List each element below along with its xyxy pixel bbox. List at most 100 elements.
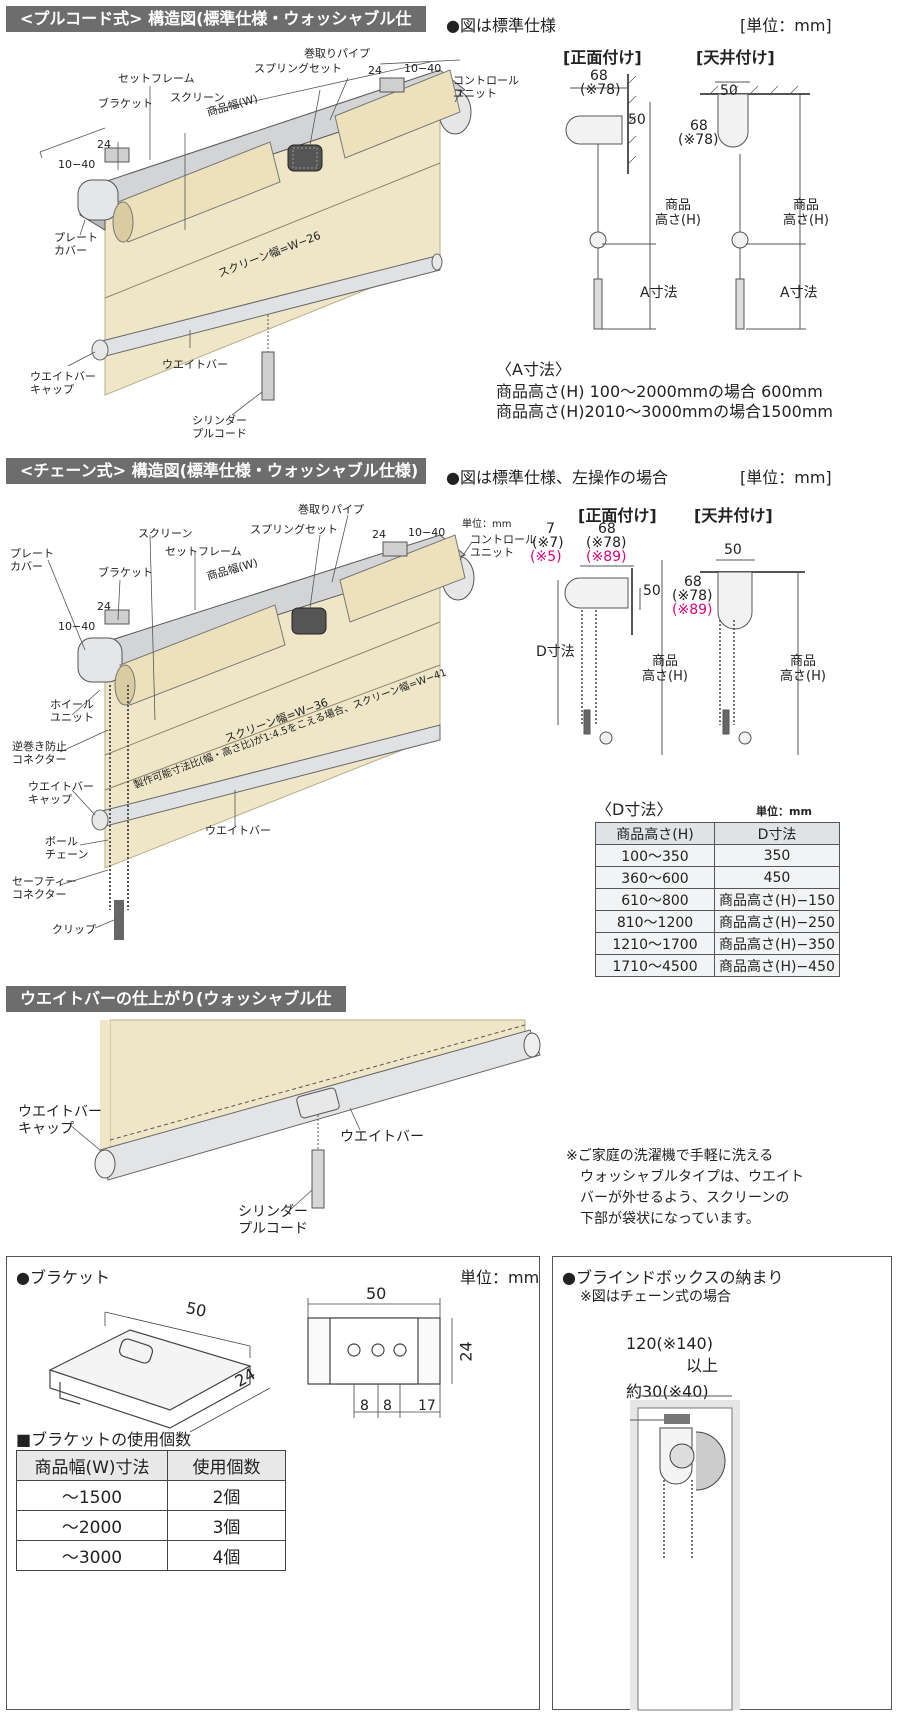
chain-ceil-d78: (※78) [672,588,713,604]
chain-label-wheel: ホイール ユニット [50,698,94,724]
chain-ceil-d68: 68 [684,574,702,590]
chain-label-clip: クリップ [52,923,96,936]
chain-label-unit-mm: 単位：mm [462,519,512,530]
bracket-count-title: ■ブラケットの使用個数 [16,1430,192,1449]
chain-front-d50: 50 [643,583,661,599]
pull-label-pipe: 巻取りパイプ [304,47,370,60]
chain-front-d: D寸法 [536,644,575,660]
bracket-table-header: 商品幅(W)寸法 [16,1450,168,1481]
pull-dim-1040a: 10−40 [58,158,96,171]
wb-label-cap: ウエイトバー キャップ [18,1104,102,1137]
pull-a-line1: 商品高さ(H) 100〜2000mmの場合 600mm [496,382,823,401]
chain-label-ball: ボール チェーン [45,835,89,861]
d-table-header: 商品高さ(H) [595,822,715,845]
d-table-cell: 商品高さ(H)−450 [714,954,840,977]
d-table-cell: 商品高さ(H)−250 [714,910,840,933]
bracket-unit: 単位：mm [460,1268,540,1287]
chain-ceil-d89: (※89) [672,602,713,618]
chain-label-screen: スクリーン [138,527,193,540]
d-table-cell: 1210〜1700 [595,932,715,955]
bracket-dim-17: 17 [418,1398,436,1414]
pull-front-h: 商品 高さ(H) [655,198,701,228]
pull-front-a: A寸法 [640,285,678,301]
chain-label-bracket: ブラケット [98,566,153,579]
bracket-table-cell: 〜3000 [16,1540,168,1571]
wb-note: ※ご家庭の洗濯機で手軽に洗える ウォッシャブルタイプは、ウエイト バーが外せるよ… [566,1148,804,1227]
chain-front-d5s: (※5) [530,549,562,565]
wb-label-cylinder: シリンダー プルコード [238,1204,308,1237]
d-table-cell: 350 [714,844,840,867]
pull-mount-diagram [565,74,810,330]
d-table-header: D寸法 [714,822,840,845]
bracket-panel [6,1256,540,1710]
chain-unit: [単位：mm] [740,468,832,487]
chain-front-title: [正面付け] [578,506,657,525]
pull-ceil-title: [天井付け] [696,48,775,67]
chain-label-plate: プレート カバー [10,547,54,573]
bracket-dim-50a: 50 [184,1298,209,1321]
d-table-cell: 360〜600 [595,866,715,889]
bracket-dim-8a: 8 [360,1398,369,1414]
chain-mount-diagram [557,559,805,755]
pull-label-set-frame: セットフレーム [118,72,195,85]
blind-box-diagram [630,1395,740,1711]
chain-ceil-title: [天井付け] [694,506,773,525]
chain-dim-1040b: 10−40 [408,526,446,539]
pull-front-title: [正面付け] [563,48,642,67]
pull-cord-diagram [39,59,472,416]
chain-label-wb-cap: ウエイトバー キャップ [28,780,94,806]
chain-front-d78: (※78) [586,535,627,551]
chain-front-d7: 7 [546,521,555,537]
pull-dim-1040b: 10−40 [404,62,442,75]
bracket-title: ●ブラケット [16,1268,110,1287]
d-table-title: 〈D寸法〉 [596,800,673,819]
chain-label-set-frame: セットフレーム [165,545,242,558]
pull-front-d50: 50 [628,112,646,128]
chain-label-reverse: 逆巻き防止 コネクター [12,740,67,766]
pull-label-screen: スクリーン [170,91,225,104]
pull-ceil-h: 商品 高さ(H) [783,198,829,228]
chain-dim-24a: 24 [97,600,111,613]
chain-note: ●図は標準仕様、左操作の場合 [446,468,668,487]
d-table-cell: 1710〜4500 [595,954,715,977]
chain-label-pipe: 巻取りパイプ [298,503,364,516]
chain-label-control: コントロール ユニット [470,533,536,559]
pull-dim-24b: 24 [368,64,382,77]
weightbar-diagram [69,1019,541,1211]
bracket-dim-24b: 24 [456,1341,476,1362]
pull-section-title: <プルコード式> 構造図(標準仕様・ウォッシャブル仕様) [6,6,426,54]
bracket-table-cell: 〜2000 [16,1510,168,1541]
chain-dim-1040a: 10−40 [58,620,96,633]
bracket-dim-50b: 50 [366,1284,387,1303]
chain-ceil-h: 商品 高さ(H) [780,654,826,684]
chain-front-d89: (※89) [586,549,627,565]
pull-ceil-d50: 50 [720,83,738,99]
bracket-diagram [48,1298,453,1433]
pull-label-weightbar: ウエイトバー [162,358,228,371]
chain-section-title: <チェーン式> 構造図(標準仕様・ウォッシャブル仕様) [6,458,426,484]
chain-front-d68: 68 [598,521,616,537]
pull-label-bracket: ブラケット [98,97,153,110]
pull-note: ●図は標準仕様 [446,16,556,35]
wb-section-title: ウエイトバーの仕上がり(ウォッシャブル仕様) [6,986,346,1034]
bracket-table-cell: 4個 [167,1540,286,1571]
chain-label-safety: セーフティー コネクター [12,875,77,901]
pull-label-control: コントロール ユニット [453,74,519,100]
pull-a-title: 〈A寸法〉 [496,360,571,379]
box-above: 以上 [686,1356,719,1375]
d-table-cell: 100〜350 [595,844,715,867]
pull-ceil-a: A寸法 [780,285,818,301]
chain-front-h: 商品 高さ(H) [642,654,688,684]
chain-label-weightbar: ウエイトバー [205,824,271,837]
chain-ceil-d50: 50 [724,542,742,558]
box-title: ●ブラインドボックスの納まり [562,1268,784,1287]
